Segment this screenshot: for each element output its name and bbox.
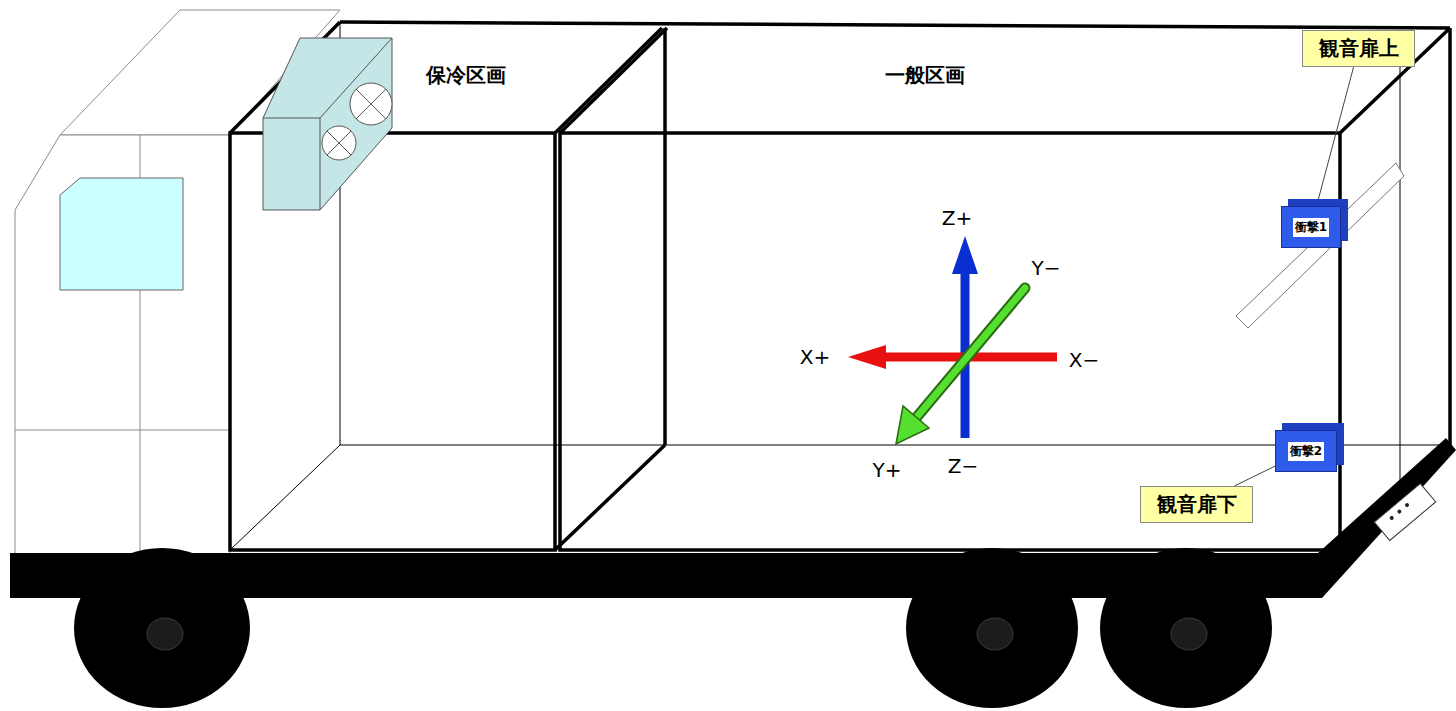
- fan: [322, 126, 356, 160]
- box-text: 観音扉上: [1319, 35, 1399, 62]
- zone-label: 一般区画: [885, 64, 965, 86]
- cab-window: [60, 178, 183, 290]
- fan: [350, 83, 392, 125]
- y-axis: [916, 288, 1025, 418]
- wheel: [74, 548, 250, 708]
- cab-edge: [15, 430, 140, 431]
- x-head: [848, 345, 886, 369]
- box-edge: [663, 28, 667, 445]
- box-text: 衝撃1: [1293, 218, 1329, 237]
- box-edge: [230, 445, 340, 550]
- fan-cross: [327, 131, 351, 155]
- lamp-dot: [1404, 502, 1410, 508]
- wheel: [906, 548, 1078, 708]
- rear-lamp-body: [1374, 484, 1435, 541]
- fan-cross: [356, 89, 386, 119]
- axis-label: Z+: [942, 207, 972, 229]
- callout-box: 観音扉上: [1302, 30, 1415, 67]
- door-line: [1400, 62, 1401, 492]
- cooling-unit-body: [263, 38, 392, 210]
- axis-label: Y+: [873, 459, 902, 481]
- box-edge: [555, 28, 662, 133]
- y-axis: [916, 288, 1025, 418]
- sensor-box: 衝撃1: [1281, 206, 1341, 248]
- lamp-dot: [1397, 509, 1403, 515]
- cab-edge: [140, 430, 230, 431]
- box-edge: [560, 28, 667, 133]
- wheels: [74, 548, 1272, 708]
- general-compartment: [560, 133, 1340, 550]
- wheel-hub: [147, 618, 183, 650]
- cooling-unit-edge: [320, 118, 321, 210]
- wheel: [1100, 548, 1272, 708]
- axes: [848, 236, 1057, 444]
- axis-label: Y−: [1032, 257, 1061, 279]
- wheel-hub: [977, 618, 1013, 650]
- cooling-unit-edge: [263, 38, 392, 118]
- chassis-side: [1318, 438, 1456, 598]
- zone-label: 保冷区画: [426, 64, 506, 86]
- sensor-box: 衝撃2: [1275, 430, 1337, 472]
- rear-lamp: [1374, 484, 1435, 541]
- axis-label: Z−: [948, 455, 978, 477]
- leader-line: [1234, 466, 1275, 486]
- axis-label: X−: [1069, 349, 1099, 371]
- box-edge: [1448, 28, 1452, 445]
- wheel-hub: [1171, 618, 1207, 650]
- leader-line: [1317, 67, 1354, 206]
- box-text: 衝撃2: [1288, 442, 1324, 461]
- callout-box: 観音扉下: [1140, 486, 1253, 523]
- cab-front: [15, 135, 230, 555]
- box-edge: [340, 22, 1450, 28]
- box-text: 観音扉下: [1157, 491, 1237, 518]
- y-head: [896, 406, 929, 444]
- axis-label: X+: [800, 346, 830, 368]
- rail: [1236, 163, 1404, 328]
- box-edge: [555, 445, 665, 550]
- cooling-unit: [263, 38, 392, 210]
- lamp-dot: [1389, 515, 1395, 521]
- z-head: [952, 236, 978, 274]
